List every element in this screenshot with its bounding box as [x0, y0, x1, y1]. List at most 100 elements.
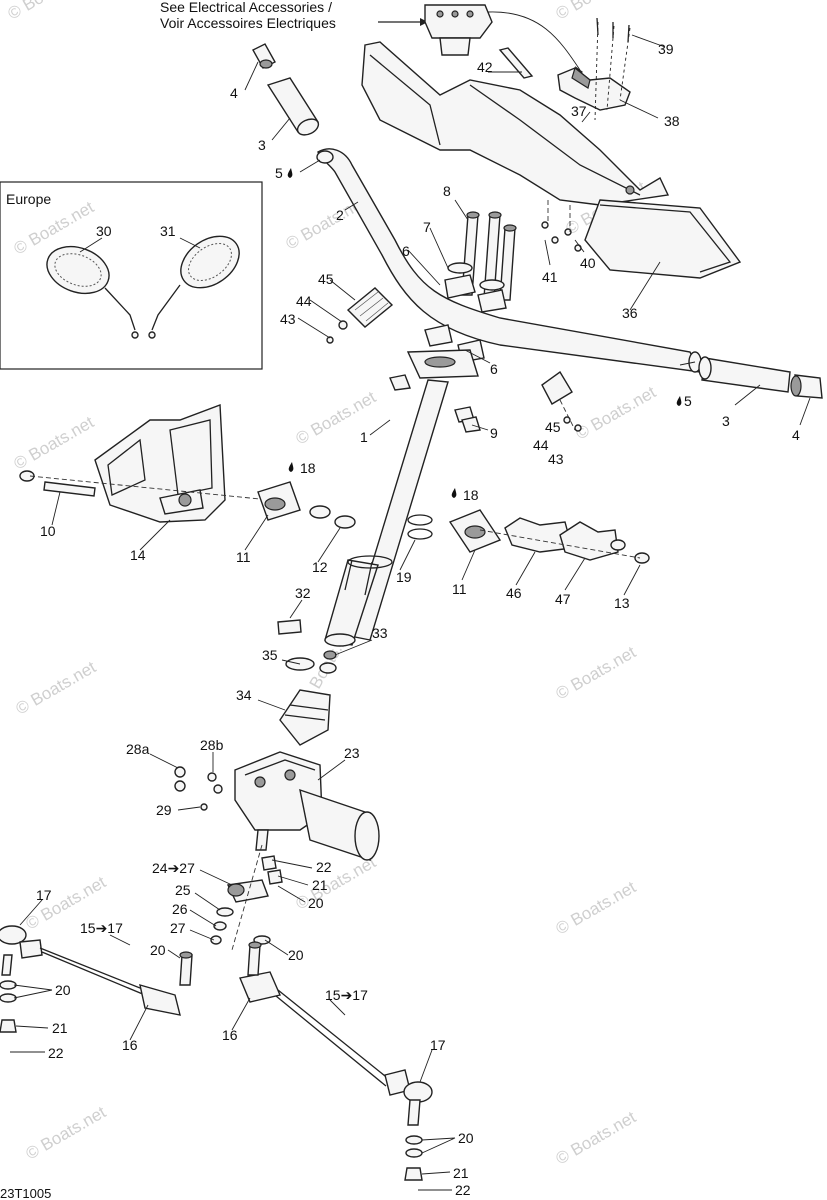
- watermark: © Boats.net: [11, 412, 98, 473]
- grease-icon: [287, 168, 293, 178]
- callout-16a: 16: [122, 1037, 138, 1053]
- callout-7: 7: [423, 219, 431, 235]
- switch-45-left: [326, 287, 394, 344]
- callout-47: 47: [555, 591, 571, 607]
- clamp-screws-8: [461, 211, 517, 301]
- callout-40: 40: [580, 255, 596, 271]
- callout-39: 39: [658, 41, 674, 57]
- callout-27: 27: [170, 920, 186, 936]
- leader-lines: [10, 34, 811, 1191]
- watermark: © Boats.net: [553, 1107, 640, 1168]
- callout-17b: 17: [430, 1037, 446, 1053]
- bolt-10: [19, 470, 271, 501]
- callout-24-27: 24➔27: [152, 860, 195, 876]
- note-arrow-head: [420, 18, 428, 26]
- watermark: © Boats.net: [293, 852, 380, 913]
- nuts-9: [389, 374, 481, 433]
- callout-1: 1: [360, 429, 368, 445]
- pivot-block-right: [448, 509, 502, 553]
- callout-4b: 4: [792, 427, 800, 443]
- callout-11: 11: [236, 549, 251, 565]
- support-plate: [94, 404, 226, 523]
- steering-gearbox: [234, 751, 380, 862]
- callout-26: 26: [172, 901, 188, 917]
- callout-8: 8: [443, 183, 451, 199]
- callout-29: 29: [156, 802, 172, 818]
- screws-40-41: [541, 200, 582, 252]
- callout-32: 32: [295, 585, 311, 601]
- callout-43: 43: [280, 311, 296, 327]
- callout-6: 6: [402, 243, 410, 259]
- callout-20a: 20: [150, 942, 166, 958]
- tie-rod-right: [239, 941, 433, 1181]
- callout-22c: 22: [455, 1182, 471, 1198]
- grease-icon: [288, 462, 294, 472]
- callout-34: 34: [236, 687, 252, 703]
- note-line1: See Electrical Accessories /: [160, 0, 332, 15]
- callout-42: 42: [477, 59, 493, 75]
- callout-14: 14: [130, 547, 146, 563]
- callout-45: 45: [318, 271, 334, 287]
- callout-5: 5: [275, 165, 283, 181]
- callout-25: 25: [175, 882, 191, 898]
- watermark: © Boats.net: [553, 877, 640, 938]
- callout-15a: 15➔17: [80, 920, 123, 936]
- callout-20d: 20: [55, 982, 71, 998]
- callout-30: 30: [96, 223, 112, 239]
- switch-45-right: [541, 370, 582, 432]
- callout-18: 18: [300, 460, 316, 476]
- watermark: © Boats.net: [5, 0, 92, 23]
- inset-title: Europe: [6, 191, 51, 207]
- strip-42: [498, 47, 534, 79]
- grease-icon: [451, 488, 457, 498]
- callout-5b: 5: [684, 393, 692, 409]
- right-grip: [698, 356, 823, 399]
- callout-38: 38: [664, 113, 680, 129]
- callout-44: 44: [296, 293, 312, 309]
- callout-16b: 16: [222, 1027, 238, 1043]
- callout-46: 46: [506, 585, 522, 601]
- mirror-left: [46, 245, 139, 339]
- callout-15b: 15➔17: [325, 987, 368, 1003]
- callout-21b: 21: [52, 1020, 68, 1036]
- callout-44b: 44: [533, 437, 549, 453]
- callout-22b: 22: [48, 1045, 64, 1061]
- callout-3b: 3: [722, 413, 730, 429]
- callout-12: 12: [312, 559, 328, 575]
- upper-clamps: [444, 262, 507, 313]
- callout-21c: 21: [453, 1165, 469, 1181]
- callout-20e: 20: [458, 1130, 474, 1146]
- boot-assembly: [277, 619, 337, 746]
- callout-36: 36: [622, 305, 638, 321]
- callout-23: 23: [344, 745, 360, 761]
- figure-code: 23T1005: [0, 1186, 51, 1200]
- callout-45b: 45: [545, 419, 561, 435]
- brackets-46-47: [479, 517, 650, 564]
- callout-18b: 18: [463, 487, 479, 503]
- callout-33: 33: [372, 625, 388, 641]
- callout-28b: 28b: [200, 737, 224, 753]
- watermark: © Boats.net: [573, 382, 660, 443]
- callout-labels: 4 3 5 2 39 38 37 42 36 40 41 8 7 6 45 44…: [36, 41, 800, 1198]
- callout-10: 10: [40, 523, 56, 539]
- note-line2: Voir Accessoires Electriques: [160, 15, 336, 31]
- callout-17a: 17: [36, 887, 52, 903]
- bolts-28-29: [174, 766, 223, 811]
- callout-13: 13: [614, 595, 630, 611]
- callout-37: 37: [571, 103, 587, 119]
- callout-2: 2: [336, 207, 344, 223]
- electrical-accessories-note: See Electrical Accessories / Voir Access…: [160, 0, 428, 31]
- pitman-arm: [210, 844, 269, 951]
- watermark: © Boats.net: [13, 657, 100, 718]
- watermark: © Boats.net: [553, 0, 640, 23]
- steering-column: [324, 379, 449, 647]
- bushings: [309, 505, 433, 540]
- callout-31: 31: [160, 223, 176, 239]
- callout-41: 41: [542, 269, 558, 285]
- callout-22a: 22: [316, 859, 332, 875]
- callout-6b: 6: [490, 361, 498, 377]
- mid-nuts: [253, 855, 283, 945]
- callout-28a: 28a: [126, 741, 150, 757]
- europe-inset: Europe: [0, 181, 263, 370]
- callout-3: 3: [258, 137, 266, 153]
